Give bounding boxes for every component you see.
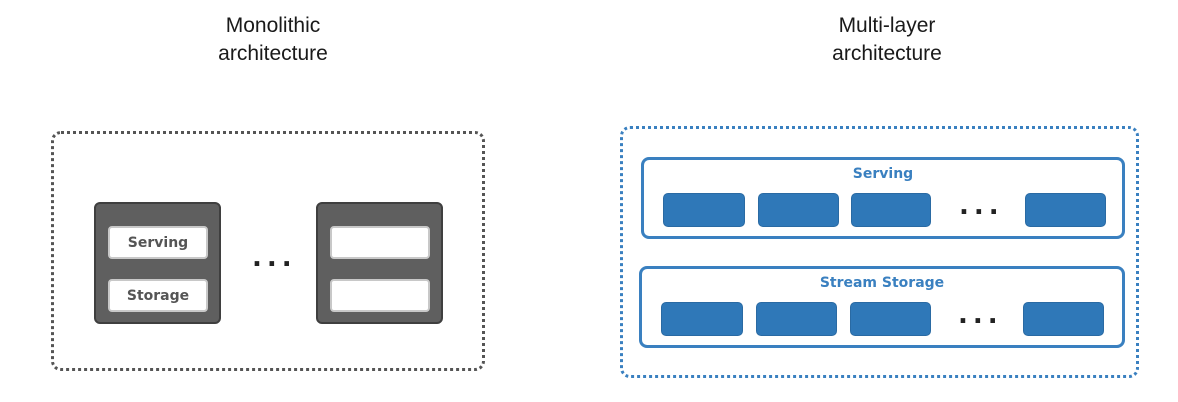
multi-layer-cluster-boundary: [620, 126, 1139, 378]
node-empty-slot: [330, 226, 430, 259]
serving-layer-label: Serving: [852, 166, 914, 182]
monolithic-title: Monolithic architecture: [173, 12, 373, 68]
storage-node: [1023, 302, 1104, 336]
storage-node: [850, 302, 931, 336]
serving-node: [1025, 193, 1106, 227]
node-serving-slot: Serving: [108, 226, 208, 259]
monolithic-title-line1: Monolithic: [225, 14, 321, 37]
stream-storage-layer-ellipsis: ...: [958, 300, 1003, 330]
monolithic-ellipsis: ...: [252, 243, 297, 273]
node-empty-slot: [330, 279, 430, 312]
monolithic-cluster-boundary: [51, 131, 485, 371]
serving-layer-ellipsis: ...: [959, 191, 1004, 221]
serving-node: [663, 193, 745, 227]
monolithic-node: Serving Storage: [94, 202, 221, 324]
monolithic-node: [316, 202, 443, 324]
serving-node: [851, 193, 931, 227]
stream-storage-layer: Stream Storage ...: [639, 266, 1125, 348]
node-storage-slot: Storage: [108, 279, 208, 312]
multi-layer-title: Multi-layer architecture: [787, 12, 987, 68]
serving-layer: Serving ...: [641, 157, 1125, 239]
serving-node: [758, 193, 839, 227]
storage-node: [756, 302, 837, 336]
stream-storage-layer-label: Stream Storage: [819, 275, 945, 291]
multi-layer-title-line1: Multi-layer: [838, 14, 936, 37]
monolithic-title-line2: architecture: [218, 42, 328, 65]
multi-layer-title-line2: architecture: [832, 42, 942, 65]
storage-node: [661, 302, 743, 336]
